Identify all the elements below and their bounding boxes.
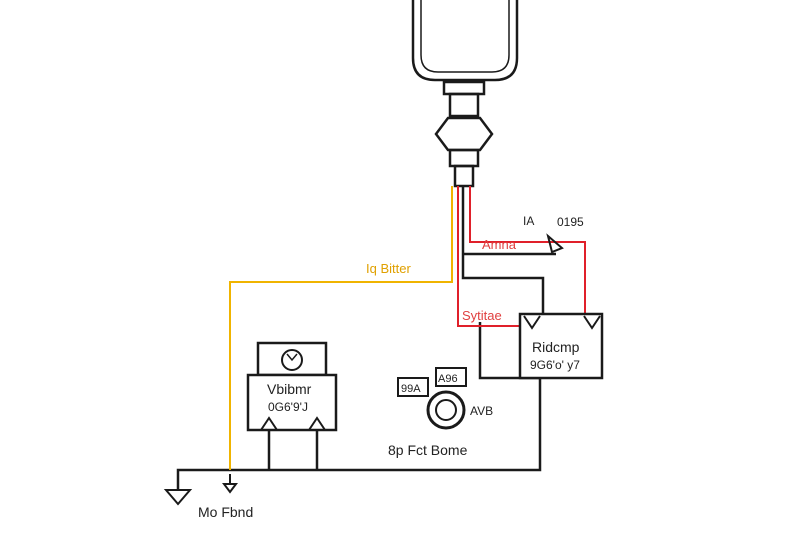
vbibmr-component: Vbibmr 0G6'9'J bbox=[246, 341, 338, 432]
vbibmr-terminal-right-icon bbox=[308, 416, 326, 431]
sytitae-label: Sytitae bbox=[462, 308, 502, 323]
ridcmp-code: 9G6'o' y7 bbox=[530, 358, 580, 372]
box-a96 bbox=[435, 367, 467, 387]
wire-yellow-iq bbox=[229, 186, 453, 470]
probe-head-inner bbox=[420, 0, 510, 73]
wire-red-sytitae bbox=[457, 186, 523, 327]
ridcmp-label: Ridcmp bbox=[532, 339, 580, 355]
ground-left-icon bbox=[163, 489, 193, 506]
vbibmr-code: 0G6'9'J bbox=[268, 400, 308, 414]
ridcmp-box bbox=[518, 312, 604, 380]
probe-assembly bbox=[411, 0, 519, 188]
ground-right-icon bbox=[222, 474, 238, 494]
ground-symbols bbox=[163, 474, 238, 506]
motor-outer-icon bbox=[426, 390, 466, 430]
ia-label: IA bbox=[523, 214, 534, 228]
box-99a bbox=[397, 377, 429, 397]
wire-red-probe bbox=[469, 186, 586, 314]
wire-ground-left bbox=[176, 468, 230, 490]
vbibmr-label: Vbibmr bbox=[267, 381, 312, 397]
box-99a-label: 99A bbox=[401, 383, 421, 395]
ridcmp-component: Ridcmp 9G6'o' y7 bbox=[518, 312, 604, 380]
amna-connector-icon bbox=[546, 233, 564, 254]
avb-label: AVB bbox=[470, 404, 493, 418]
bp-fct-bome-label: 8p Fct Bome bbox=[388, 442, 468, 458]
vbibmr-terminal-left-icon bbox=[260, 416, 278, 431]
probe-body-lower bbox=[448, 148, 480, 168]
probe-body-upper bbox=[448, 92, 480, 118]
box-a96-label: A96 bbox=[438, 373, 458, 385]
mo-fbnd-label: Mo Fbnd bbox=[198, 504, 253, 520]
ridcmp-terminal-left-icon bbox=[523, 315, 541, 330]
black-wires bbox=[176, 186, 556, 490]
gauge-needle-icon bbox=[286, 353, 298, 362]
probe-tip bbox=[453, 164, 475, 188]
probe-hex-nut bbox=[434, 116, 494, 152]
amna-label: Amna bbox=[482, 237, 517, 252]
probe-collar bbox=[442, 80, 486, 96]
yellow-wires bbox=[229, 186, 453, 470]
probe-head bbox=[411, 0, 519, 82]
center-component: 99A A96 AVB 8p Fct Bome bbox=[388, 367, 493, 458]
motor-inner-icon bbox=[435, 399, 457, 421]
red-wires bbox=[457, 186, 586, 327]
vbibmr-box bbox=[246, 373, 338, 432]
ridcmp-terminal-right-icon bbox=[583, 315, 601, 330]
wire-probe-down bbox=[461, 186, 545, 322]
code-0195-label: 0195 bbox=[557, 215, 584, 229]
gauge-icon bbox=[281, 349, 303, 371]
iq-bitter-label: Iq Bitter bbox=[366, 261, 411, 276]
